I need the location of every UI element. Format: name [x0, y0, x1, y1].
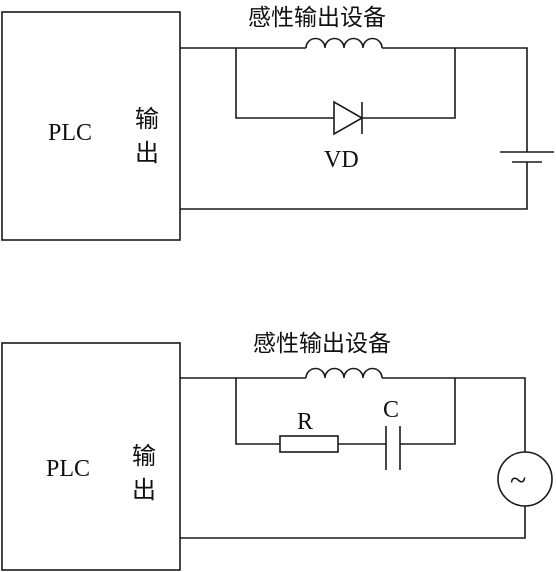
bottom-output-label-char1: 输 [132, 442, 156, 470]
bottom-circuit: PLC 输 出 感性输出设备 R C ~ [1, 331, 553, 571]
top-plc-label: PLC [48, 120, 92, 146]
bottom-load-label: 感性输出设备 [253, 331, 391, 357]
resistor-r [279, 435, 339, 453]
ac-source-symbol: ~ [510, 464, 526, 497]
bottom-return-wire [180, 506, 526, 539]
bottom-plc-box [1, 342, 181, 571]
top-inductor-coil [305, 37, 383, 49]
top-load-label: 感性输出设备 [248, 5, 386, 31]
top-plc-box [1, 11, 181, 241]
top-return-wire [180, 162, 528, 210]
top-output-label-char1: 输 [135, 105, 159, 133]
resistor-r-label: R [297, 409, 313, 435]
bottom-upper-wire [180, 377, 526, 452]
bottom-inductor-coil [305, 367, 383, 379]
diode-vd-label: VD [324, 147, 359, 173]
top-diode-branch-wire [235, 48, 456, 119]
bottom-output-label-char2: 出 [132, 476, 156, 504]
diode-vd-triangle [333, 100, 364, 136]
top-upper-wire [180, 47, 528, 152]
bottom-plc-label: PLC [46, 456, 90, 482]
bottom-rc-branch-wire [235, 378, 456, 445]
top-circuit: PLC 输 出 感性输出设备 VD [1, 5, 554, 241]
capacitor-c-label: C [383, 397, 399, 423]
top-output-label-char2: 出 [135, 139, 159, 167]
